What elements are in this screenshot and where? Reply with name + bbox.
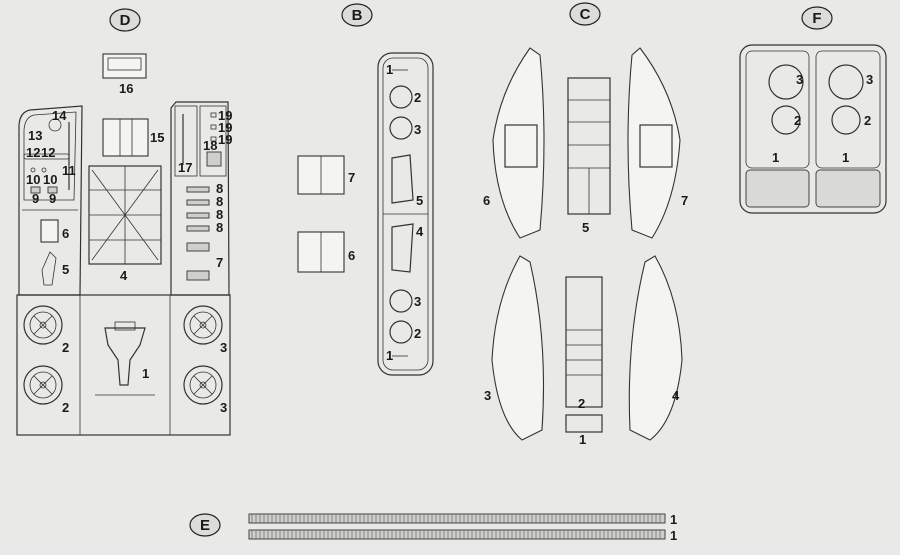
part-label: 10	[43, 172, 57, 187]
part-label: 4	[672, 388, 680, 403]
part-label: 2	[414, 326, 421, 341]
sprue-b-letter: B	[352, 7, 363, 24]
part-label: 6	[348, 248, 355, 263]
part-label: 6	[483, 193, 490, 208]
part-label: 16	[119, 81, 133, 96]
part-label: 15	[150, 130, 164, 145]
part-label: 2	[62, 400, 69, 415]
part-label: 2	[62, 340, 69, 355]
sprue-e: E 1 1	[189, 512, 677, 543]
part-label: 11	[62, 163, 76, 178]
part-label: 3	[866, 72, 873, 87]
part-label: 14	[52, 108, 67, 123]
part-label: 5	[416, 193, 423, 208]
part-label: 7	[681, 193, 688, 208]
part-label: 5	[62, 262, 69, 277]
sprue-b-label-badge	[341, 3, 373, 27]
part-label: 4	[120, 268, 128, 283]
sprue-e-letter: E	[200, 517, 210, 534]
part-label: 9	[49, 191, 56, 206]
track-link-1	[248, 513, 666, 524]
part-16	[102, 53, 147, 79]
part-label: 1	[386, 62, 393, 77]
part-label: 6	[62, 226, 69, 241]
part-label: 7	[348, 170, 355, 185]
sprue-b: B 7 6 1 2 3 5 4 3 2 1	[297, 3, 434, 376]
part-label: 3	[220, 400, 227, 415]
part-label: 1	[772, 150, 779, 165]
part-label: 1	[142, 366, 149, 381]
part-label: 2	[578, 396, 585, 411]
part-label: 19	[218, 120, 232, 135]
part-label: 3	[414, 122, 421, 137]
part-label: 1	[579, 432, 586, 447]
part-label: 18	[203, 138, 217, 153]
sprue-d: D 16 14 13 12 12 11 10 10 9 9 6 5 15	[16, 8, 232, 436]
part-label: 4	[416, 224, 424, 239]
part-label: 3	[414, 294, 421, 309]
sprue-c-letter: C	[580, 6, 591, 23]
part-label: 2	[794, 113, 801, 128]
sprue-f: F 3 3 2 2 1 1	[739, 6, 887, 214]
part-label: 19	[218, 108, 232, 123]
part-label: 1	[842, 150, 849, 165]
part-label: 2	[414, 90, 421, 105]
part-label: 8	[216, 220, 223, 235]
sprue-d-letter: D	[120, 12, 131, 29]
part-4	[88, 165, 162, 265]
sprue-e-label-badge	[189, 513, 221, 537]
part-label: 7	[216, 255, 223, 270]
track-link-2	[248, 529, 666, 540]
part-label: 2	[864, 113, 871, 128]
part-label: 13	[28, 128, 42, 143]
part-label: 3	[796, 72, 803, 87]
part-label: 1	[386, 348, 393, 363]
part-label: 3	[220, 340, 227, 355]
part-label: 12	[41, 145, 55, 160]
part-label: 5	[582, 220, 589, 235]
part-label: 12	[26, 145, 40, 160]
part-label: 10	[26, 172, 40, 187]
part-label: 8	[216, 194, 223, 209]
sprue-c: C 6 7 5 3 4 2 1	[483, 2, 688, 447]
sprue-d-label-badge	[109, 8, 141, 32]
part-label: 19	[218, 132, 232, 147]
sprue-c-label-badge	[569, 2, 601, 26]
sprue-f-letter: F	[812, 10, 821, 27]
part-label: 9	[32, 191, 39, 206]
part-label: 17	[178, 160, 192, 175]
part-label: 3	[484, 388, 491, 403]
part-label: 8	[216, 181, 223, 196]
part-label: 8	[216, 207, 223, 222]
part-label: 1	[670, 528, 677, 543]
part-label: 1	[670, 512, 677, 527]
sprue-f-label-badge	[801, 6, 833, 30]
